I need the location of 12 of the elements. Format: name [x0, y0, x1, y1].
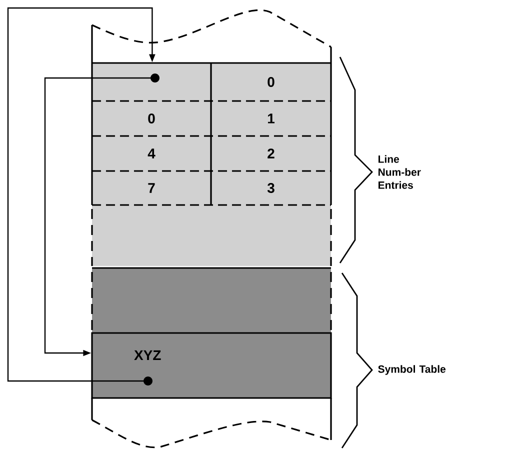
arrow: [7, 7, 156, 382]
table-cell: 4: [92, 136, 211, 171]
symbol-entry-cell: XYZ: [92, 333, 331, 398]
table-cell: 7: [92, 171, 211, 205]
table-cell: 1: [211, 101, 331, 136]
table-cell: 0: [211, 63, 331, 101]
table-cell: 3: [211, 171, 331, 205]
bracket-label: Symbol Table: [378, 365, 446, 375]
memory-cell: [91, 268, 332, 334]
bracket-label: Line Num-ber Entries: [378, 155, 421, 189]
table-cell: 2: [211, 136, 331, 171]
table-cell: 0: [92, 101, 211, 136]
